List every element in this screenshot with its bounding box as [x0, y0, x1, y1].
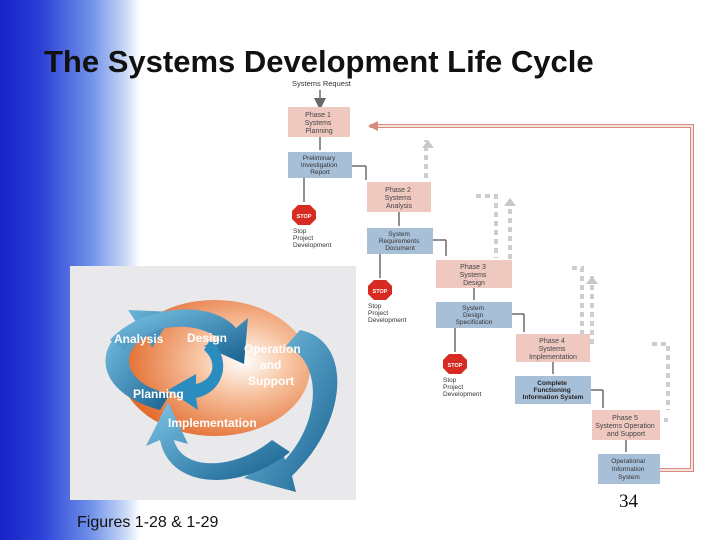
- report1-box: [288, 152, 352, 178]
- svg-text:Phase 3 Systems De: Phase 3 Systems Design: [460, 264, 489, 287]
- svg-text:STOP: STOP: [297, 214, 312, 220]
- stop-text-3: Stop: [443, 377, 457, 384]
- stop-sign-1: [292, 205, 316, 225]
- report4-box: [515, 376, 591, 404]
- svg-text:Complete Functioning: Complete Functioning Information System: [523, 380, 584, 401]
- figure-caption: Figures 1-28 & 1-29: [77, 514, 219, 531]
- report2-box: [367, 228, 433, 254]
- phase3-box: [436, 260, 512, 288]
- cycle-label-implementation: Implementation: [168, 416, 257, 430]
- svg-text:Stop Project Devel: Stop Project Development: [293, 228, 331, 249]
- phase4-box: [516, 334, 590, 362]
- svg-text:Operational Information: Operational Information System: [611, 458, 646, 481]
- svg-text:Phase 2 Systems An: Phase 2 Systems Analysis: [385, 187, 414, 210]
- report3-box: [436, 302, 512, 328]
- svg-text:Stop Project Devel: Stop Project Development: [443, 377, 481, 398]
- waterfall-diagram: Systems Request Phase 1 Systems Planning: [288, 79, 694, 484]
- phase2-label: Phase 2: [385, 187, 411, 194]
- stop-sign-3: [443, 354, 467, 374]
- slide-title: The Systems Development Life Cycle: [44, 44, 594, 79]
- phase3-label: Phase 3: [460, 264, 486, 271]
- cycle-label-operation: Operation: [244, 342, 301, 356]
- cycle-label-and: and: [260, 358, 281, 372]
- cycle-label-design: Design: [187, 331, 227, 345]
- report1-label: Preliminary: [303, 155, 336, 162]
- cycle-diagram: Analysis Design Operation and Support Pl…: [105, 300, 338, 492]
- svg-text:Phase 4 Systems Im: Phase 4 Systems Implementation: [529, 338, 577, 361]
- cycle-label-planning: Planning: [133, 387, 184, 401]
- svg-text:Stop Project Devel: Stop Project Development: [368, 303, 406, 324]
- stop-sign-2: [368, 280, 392, 300]
- return-loop-arrowhead: [368, 121, 378, 131]
- svg-text:System Design Spec: System Design Specification: [456, 305, 493, 326]
- svg-text:Phase 5 Systems Operatio: Phase 5 Systems Operation and Support: [595, 415, 656, 438]
- phase1-box: [288, 107, 350, 137]
- cycle-label-support: Support: [248, 374, 294, 388]
- svg-text:System Requirements: System Requirements Document: [379, 231, 421, 252]
- systems-request-label: Systems Request: [292, 79, 352, 88]
- report2-label: System: [388, 231, 410, 238]
- phase4-label: Phase 4: [539, 338, 565, 345]
- svg-text:Phase 1 Systems Pl: Phase 1 Systems Planning: [305, 112, 334, 135]
- svg-text:Preliminary Investigatio: Preliminary Investigation Report: [301, 155, 339, 176]
- report5-label: Operational: [611, 458, 645, 465]
- cycle-arrow-implementation: [146, 402, 290, 480]
- phase5-box: [592, 410, 660, 440]
- svg-text:STOP: STOP: [373, 289, 388, 295]
- phase1-label: Phase 1: [305, 112, 331, 119]
- report5-box: [598, 454, 660, 484]
- svg-text:STOP: STOP: [448, 363, 463, 369]
- stop-text-1: Stop: [293, 228, 307, 235]
- phase5-label: Phase 5: [612, 415, 638, 422]
- cycle-arrow-design: [168, 340, 224, 410]
- cycle-arrow-analysis: [110, 309, 248, 364]
- cycle-arrow-operation: [244, 330, 338, 492]
- cycle-label-analysis: Analysis: [114, 332, 164, 346]
- stop-text-2: Stop: [368, 303, 382, 310]
- phase2-box: [367, 182, 431, 212]
- report3-label: System: [462, 305, 484, 312]
- report4-label: Complete: [537, 380, 567, 387]
- page-number: 34: [619, 491, 638, 512]
